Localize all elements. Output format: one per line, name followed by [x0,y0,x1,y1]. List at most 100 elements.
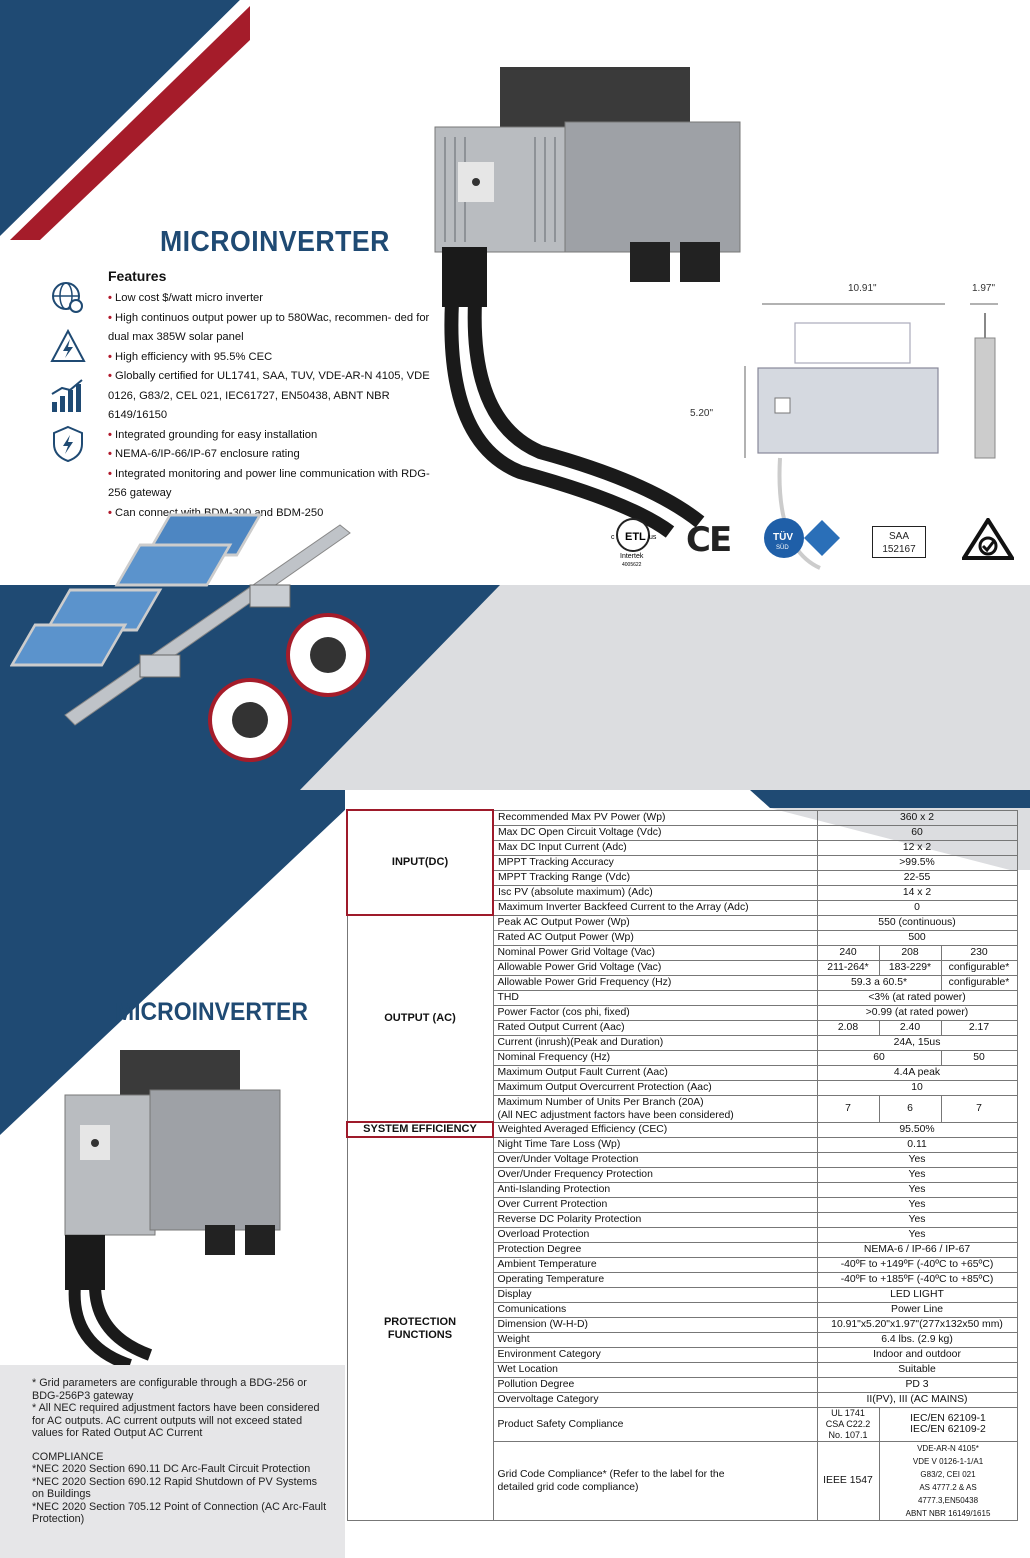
param-value: Yes [816,1151,1018,1168]
param-label: Product Safety Compliance [492,1406,818,1442]
feature-item: High efficiency with 95.5% CEC [108,348,443,368]
page-title: MICROINVERTER [115,998,308,1026]
param-value: 0 [816,899,1018,916]
feature-item: High continuos output power up to 580Wac… [108,309,443,348]
param-value-line: IEC/EN 62109-2 [910,1424,986,1435]
table-row: Grid Code Compliance* (Refer to the labe… [347,1440,1018,1521]
param-label: Maximum Output Fault Current (Aac) [492,1064,818,1081]
section-protection-label: PROTECTION FUNCTIONS [346,1136,494,1521]
param-label-line: (All NEC adjustment factors have been co… [497,1109,734,1121]
ce-cert-icon: CE [686,520,732,560]
param-label: Overload Protection [492,1226,818,1243]
param-value: >0.99 (at rated power) [816,1004,1018,1021]
param-value: configurable* [940,974,1018,991]
param-label: Maximum Inverter Backfeed Current to the… [492,899,818,916]
page-one: MICROINVERTER Features Low cost $/watt m… [0,0,1030,790]
param-value: II(PV), III (AC MAINS) [816,1391,1018,1408]
etl-us-label: us [649,534,657,541]
param-label: Ambient Temperature [492,1256,818,1273]
tuv-label: TÜV [773,530,793,543]
param-value-line: AS 4777.2 & AS [919,1482,977,1492]
param-value: 240 [816,944,880,961]
param-value-line: No. 107.1 [828,1429,868,1440]
param-value: Yes [816,1196,1018,1213]
rcm-cert-icon [962,518,1014,560]
param-value: 211-264* [816,959,880,976]
param-label: Environment Category [492,1346,818,1363]
param-label-line: detailed grid code compliance) [497,1481,639,1493]
param-label: Nominal Power Grid Voltage (Vac) [492,944,818,961]
saa-number: 152167 [882,544,916,555]
param-label: Protection Degree [492,1241,818,1258]
compliance-item: *NEC 2020 Section 690.11 DC Arc-Fault Ci… [32,1463,311,1475]
feature-item: Integrated monitoring and power line com… [108,465,443,504]
param-value: 2.40 [878,1019,942,1036]
feature-item: Globally certified for UL1741, SAA, TUV,… [108,367,443,426]
param-value-line: VDE-AR-N 4105* [917,1443,979,1453]
shield-bolt-icon [53,425,83,463]
param-value: 500 [816,929,1018,946]
param-label: Over/Under Frequency Protection [492,1166,818,1183]
table-row: Current (inrush)(Peak and Duration)24A, … [347,1034,1018,1051]
param-value: 95.50% [816,1121,1018,1138]
param-value: UL 1741 CSA C22.2 No. 107.1 [816,1406,880,1442]
param-value: 60 [816,1049,942,1066]
etl-lab-label: Intertek [620,553,644,560]
param-value: IEEE 1547 [816,1440,880,1521]
param-label: Maximum Number of Units Per Branch (20A)… [492,1094,818,1123]
param-label: Isc PV (absolute maximum) (Adc) [492,884,818,901]
etl-cert-icon: ETL c us Intertek 4005622 [611,518,657,567]
param-label: Night Time Tare Loss (Wp) [492,1136,818,1153]
param-value: 0.11 [816,1136,1018,1153]
solar-panel-illustration [10,513,370,762]
corner-graphic [0,790,345,1160]
dimension-diagram [744,303,998,570]
param-label: Reverse DC Polarity Protection [492,1211,818,1228]
etl-number-label: 4005622 [622,562,642,567]
spec-table: INPUT(DC) Recommended Max PV Power (Wp) … [346,809,1018,1521]
param-label: Allowable Power Grid Frequency (Hz) [492,974,818,991]
param-value: 14 x 2 [816,884,1018,901]
param-value: Yes [816,1211,1018,1228]
page-title: MICROINVERTER [160,226,390,258]
section-output-label: OUTPUT (AC) [346,914,494,1123]
param-label: Weighted Averaged Efficiency (CEC) [492,1121,818,1138]
table-row: PROTECTION FUNCTIONS Night Time Tare Los… [346,1136,1018,1521]
param-label: Comunications [492,1301,818,1318]
param-value: 50 [940,1049,1018,1066]
param-value-line: UL 1741 [831,1407,865,1418]
table-row: SYSTEM EFFICIENCY Weighted Averaged Effi… [346,1121,1018,1138]
param-value: Yes [816,1226,1018,1243]
param-value: 4.4A peak [816,1064,1018,1081]
table-row: THD<3% (at rated power) [347,989,1018,1006]
feature-item: NEMA-6/IP-66/IP-67 enclosure rating [108,445,443,465]
param-value: 10 [816,1079,1018,1096]
param-label-line: Maximum Number of Units Per Branch (20A) [497,1096,704,1108]
param-label: Operating Temperature [492,1271,818,1288]
saa-label: SAA [888,531,909,542]
param-label: Weight [492,1331,818,1348]
param-value: 22-55 [816,869,1018,886]
compliance-item: *NEC 2020 Section 690.12 Rapid Shutdown … [32,1475,318,1501]
param-label: Max DC Open Circuit Voltage (Vdc) [492,824,818,841]
tuv-cert-icon: TÜV SÜD [764,518,840,558]
param-value-line: IEC/EN 62109-1 [910,1413,986,1424]
table-row: Dimension (W-H-D)10.91"x5.20"x1.97"(277x… [347,1316,1018,1333]
param-label: Maximum Output Overcurrent Protection (A… [492,1079,818,1096]
param-value: Indoor and outdoor [816,1346,1018,1363]
param-value-line: 4777.3,EN50438 [917,1495,979,1505]
param-label: Max DC Input Current (Adc) [492,839,818,856]
table-row: OUTPUT (AC) Peak AC Output Power (Wp) 55… [346,914,1018,1123]
table-row: Maximum Number of Units Per Branch (20A)… [347,1094,1018,1123]
param-label: Wet Location [492,1361,818,1378]
param-label: Allowable Power Grid Voltage (Vac) [492,959,818,976]
section-input-label: INPUT(DC) [346,809,494,916]
param-value: -40ºF to +149ºF (-40ºC to +65ºC) [816,1256,1018,1273]
microinverter-image [434,67,741,538]
param-value: 6 [878,1094,942,1123]
param-value: 12 x 2 [816,839,1018,856]
table-row: Product Safety Compliance UL 1741 CSA C2… [347,1406,1018,1442]
height-dimension: 5.20" [690,408,714,419]
